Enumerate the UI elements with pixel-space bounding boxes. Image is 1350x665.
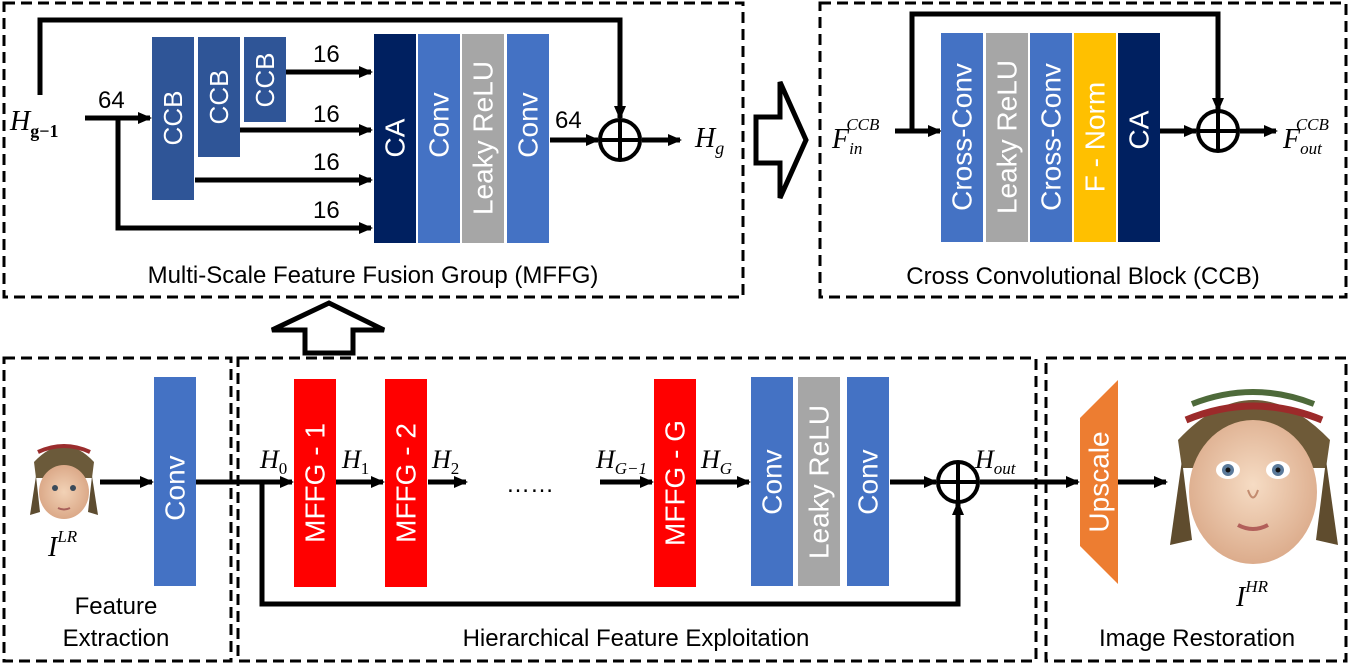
ccb-skip-connection [909, 11, 1224, 131]
branch-channels-2: 16 [313, 101, 340, 128]
ccb-cross-conv-block-1: Cross-Conv [941, 33, 983, 242]
mffg-to-ccb-hollow-arrow [753, 80, 809, 200]
mffg-title: Multi-Scale Feature Fusion Group (MFFG) [148, 262, 599, 289]
hfe-conv-block-2: Conv [847, 377, 889, 586]
mffg-g-block: MFFG - G [654, 379, 696, 587]
h0-label: H0 [259, 445, 287, 478]
hr-image-label: IHR [1235, 577, 1269, 613]
fe-title-line2: Extraction [63, 625, 170, 652]
mffg-direct-branch [115, 118, 373, 234]
branch-channels-1: 16 [313, 41, 340, 68]
feature-extraction-frame [2, 356, 233, 663]
ccb-adder-icon [1196, 109, 1240, 153]
ccb-block-label-3: Cross-Conv [1036, 63, 1067, 211]
mffg-conv-block-1: Conv [418, 34, 460, 243]
hfe-relu-block: Leaky ReLU [798, 377, 840, 586]
restoration-frame [1044, 356, 1348, 663]
mffg-relu-block: Leaky ReLU [462, 34, 504, 243]
mffg-g-label: MFFG - G [660, 420, 691, 546]
ccb-block-label-5: CA [1124, 110, 1155, 149]
ccb-block-3: CCB [244, 37, 286, 122]
hfe-conv-block-1: Conv [751, 377, 793, 586]
mffg-2-block: MFFG - 2 [385, 379, 427, 587]
ccb-input-label: FinCCB [831, 115, 880, 158]
ccb-title: Cross Convolutional Block (CCB) [906, 263, 1259, 290]
ellipsis-dots: …… [506, 471, 554, 498]
ccb-block-2: CCB [198, 37, 240, 157]
mffg-input-channels: 64 [98, 87, 125, 114]
hout-label: Hout [974, 445, 1017, 478]
mffg-1-block: MFFG - 1 [294, 379, 336, 587]
ccb-ca-block: CA [1118, 33, 1160, 242]
ccb-block-2-label: CCB [204, 70, 234, 125]
hg-label: HG [700, 445, 732, 478]
mffg-adder-icon [598, 118, 642, 162]
mffg-skip-connection [37, 17, 626, 120]
baby-face-lr-photo [30, 443, 98, 529]
ccb-output-label: FoutCCB [1282, 115, 1330, 158]
branch-channels-3: 16 [313, 149, 340, 176]
mffg-output-channels: 64 [555, 107, 582, 134]
upscale-label: Upscale [1084, 431, 1115, 532]
hfe-relu-label: Leaky ReLU [804, 405, 835, 559]
baby-face-hr-photo [1168, 389, 1338, 570]
mffg-output-label: Hg [694, 123, 724, 158]
mffg-conv-block-2: Conv [507, 34, 549, 243]
mffg-conv1-label: Conv [424, 92, 455, 157]
mffg-1-label: MFFG - 1 [300, 423, 331, 543]
ccb-block-3-label: CCB [250, 53, 280, 108]
ccb-fnorm-block: F - Norm [1074, 33, 1116, 242]
hfe-title: Hierarchical Feature Exploitation [463, 625, 810, 652]
lr-image-label: ILR [47, 527, 78, 563]
ccb-block-label-4: F - Norm [1080, 82, 1111, 192]
ccb-block-1-label: CCB [158, 91, 188, 146]
fe-title-line1: Feature [75, 593, 158, 620]
global-skip-connection [259, 482, 964, 607]
ccb-block-label-1: Cross-Conv [947, 63, 978, 211]
mffg-input-label: Hg−1 [9, 106, 59, 141]
mffg-relu-label: Leaky ReLU [468, 61, 499, 215]
hfe-conv1-label: Conv [757, 449, 788, 514]
mffg-2-label: MFFG - 2 [391, 423, 422, 543]
hfe-to-mffg-hollow-arrow [270, 300, 386, 356]
hfe-conv2-label: Conv [853, 449, 884, 514]
hfe-frame [236, 356, 1038, 663]
ccb-block-label-2: Leaky ReLU [992, 60, 1023, 214]
ccb-frame [818, 1, 1348, 299]
ccb-block-1: CCB [152, 37, 194, 200]
h1-label: H1 [341, 445, 369, 478]
restoration-title: Image Restoration [1099, 625, 1295, 652]
mffg-conv2-label: Conv [513, 92, 544, 157]
mffg-ca-label: CA [380, 118, 411, 157]
ccb-cross-conv-block-2: Cross-Conv [1030, 33, 1072, 242]
h2-label: H2 [431, 445, 459, 478]
mffg-ca-block: CA [374, 34, 416, 243]
branch-channels-4: 16 [313, 197, 340, 224]
upscale-block: Upscale [1080, 380, 1118, 584]
ccb-relu-block: Leaky ReLU [986, 33, 1028, 242]
fe-conv-label: Conv [160, 455, 191, 520]
mffg-frame [2, 1, 745, 299]
fe-conv-block: Conv [154, 377, 196, 586]
hg1-label: HG−1 [595, 445, 647, 478]
hfe-adder-icon [936, 460, 980, 504]
